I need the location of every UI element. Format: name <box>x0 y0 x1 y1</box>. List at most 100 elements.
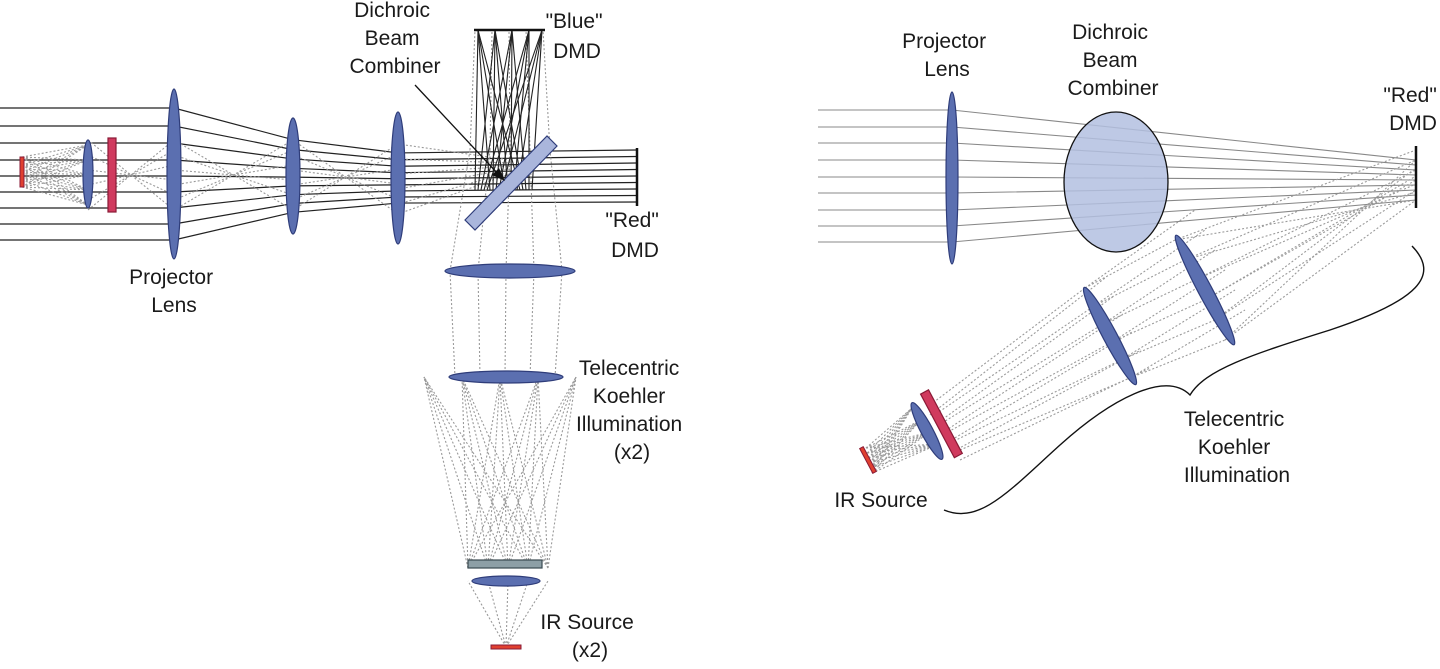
source-ray <box>869 431 931 464</box>
source-ray <box>21 159 89 173</box>
blue-ray <box>477 29 496 191</box>
koehler-ray <box>959 377 1131 451</box>
source-ray <box>21 171 89 176</box>
left-projector-lens-1 <box>166 88 182 260</box>
right-diagram: Projector Lens Dichroic Beam Combiner "R… <box>818 21 1440 515</box>
source-ray <box>21 171 89 191</box>
koehler-ray <box>1084 209 1196 289</box>
dotted-ray <box>292 143 399 211</box>
koehler-ray <box>505 580 509 648</box>
left-red-dmd-label: "Red" DMD <box>605 209 664 262</box>
source-ray <box>21 164 89 176</box>
left-filter-plate <box>467 559 543 569</box>
left-projector-lens-2 <box>285 117 301 235</box>
source-ray <box>21 164 89 206</box>
koehler-ray <box>423 376 509 569</box>
projector-ray <box>0 181 638 193</box>
source-ray <box>21 156 89 176</box>
left-horizontal-dotted-rays <box>21 139 511 215</box>
koehler-ray <box>959 367 1151 461</box>
koehler-ray <box>947 331 1133 443</box>
koehler-ray <box>529 270 535 378</box>
left-koehler-lens-1 <box>444 263 576 279</box>
source-ray <box>21 156 89 161</box>
right-projector-lens <box>945 91 959 265</box>
koehler-ray <box>527 376 577 569</box>
source-ray <box>871 419 922 474</box>
source-ray <box>869 407 913 464</box>
koehler-ray <box>1111 299 1206 343</box>
koehler-ray <box>1194 183 1417 281</box>
koehler-ray <box>1204 175 1417 301</box>
source-ray <box>870 419 922 469</box>
koehler-ray <box>941 313 1124 434</box>
source-ray <box>868 419 922 459</box>
source-ray <box>21 174 89 188</box>
right-koehler-label: Telecentric Koehler Illumination <box>1184 408 1290 487</box>
left-small-lens <box>82 139 94 209</box>
blue-ray <box>486 29 543 191</box>
projector-ray <box>0 175 638 180</box>
koehler-ray <box>505 149 511 272</box>
koehler-ray <box>477 270 481 378</box>
left-ir-source-label: IR Source (x2) <box>540 611 639 662</box>
koehler-ray <box>423 376 529 569</box>
left-koehler-label: Telecentric Koehler Illumination (x2) <box>576 357 688 464</box>
right-koehler-lens-2 <box>1082 286 1138 386</box>
koehler-ray <box>467 580 507 648</box>
blue-ray <box>474 29 479 191</box>
left-projector-rays <box>0 107 638 241</box>
left-red-filter <box>107 137 117 213</box>
koehler-ray <box>554 270 563 378</box>
dotted-ray <box>87 169 175 181</box>
left-koehler-dotted-rays <box>423 29 577 648</box>
source-ray <box>867 407 913 459</box>
source-ray <box>871 443 940 474</box>
source-ray <box>21 174 89 181</box>
source-ray <box>21 144 89 166</box>
koehler-ray <box>461 376 549 569</box>
koehler-ray <box>449 270 456 378</box>
koehler-ray <box>1184 159 1417 261</box>
source-ray <box>871 407 913 474</box>
koehler-ray <box>461 376 529 569</box>
dotted-ray <box>397 143 511 161</box>
koehler-ray <box>1224 199 1417 341</box>
left-ir-source-horizontal <box>19 156 25 188</box>
dotted-ray <box>87 139 175 211</box>
koehler-ray <box>1194 169 1417 281</box>
right-koehler-dotted-rays <box>865 149 1417 474</box>
right-projector-label: Projector Lens <box>902 30 992 81</box>
koehler-ray <box>547 376 577 569</box>
koehler-ray <box>505 580 549 648</box>
koehler-ray <box>467 376 501 569</box>
left-ir-source-bottom <box>490 644 522 650</box>
blue-ray <box>477 29 521 191</box>
blue-ray <box>477 29 506 191</box>
right-ir-source-label: IR Source <box>834 489 927 512</box>
source-ray <box>21 144 89 188</box>
koehler-ray <box>469 29 476 151</box>
source-ray <box>21 144 89 158</box>
source-ray <box>870 407 913 469</box>
koehler-ray <box>461 376 469 569</box>
source-ray <box>868 431 931 459</box>
koehler-ray <box>423 376 489 569</box>
koehler-ray <box>1120 319 1216 361</box>
koehler-ray <box>423 376 549 569</box>
koehler-ray <box>1184 191 1417 261</box>
left-source-lens <box>471 575 541 587</box>
blue-ray <box>495 29 513 191</box>
right-red-dmd-label: "Red" DMD <box>1383 84 1440 135</box>
source-ray <box>21 186 89 206</box>
right-dichroic-label: Dichroic Beam Combiner <box>1067 21 1158 100</box>
koehler-ray <box>1174 199 1417 241</box>
blue-ray <box>480 29 513 191</box>
koehler-ray <box>935 295 1115 425</box>
left-blue-dmd-rays <box>474 29 543 191</box>
koehler-ray <box>1093 229 1206 307</box>
dotted-ray <box>87 139 175 211</box>
left-blue-dmd-label: "Blue" DMD <box>546 10 609 63</box>
